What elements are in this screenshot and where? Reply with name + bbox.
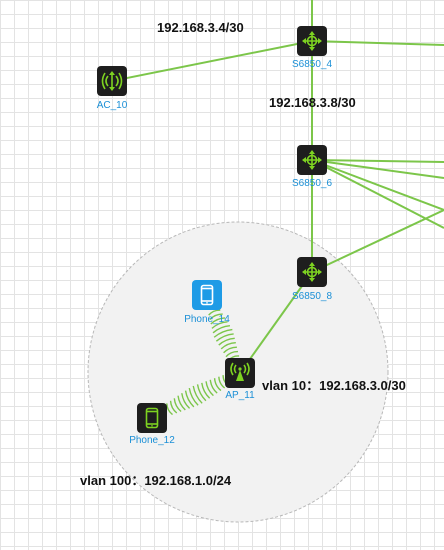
switch-icon xyxy=(302,31,322,51)
subnet-label-vlan10: vlan 10：192.168.3.0/30 xyxy=(262,378,406,393)
wireless-wave xyxy=(209,379,218,394)
wireless-wave xyxy=(166,403,173,416)
link-s6850-6-right-1[interactable] xyxy=(311,159,444,163)
wireless-wave xyxy=(196,384,207,402)
device-tile xyxy=(137,403,167,433)
wireless-wave xyxy=(210,317,226,325)
wireless-wave xyxy=(225,350,239,358)
device-label-phone12: Phone_12 xyxy=(129,435,175,446)
link-s6850-8-ap11[interactable] xyxy=(239,271,313,374)
subnet-label-3-4: 192.168.3.4/30 xyxy=(157,20,244,35)
link-s6850-4-right[interactable] xyxy=(311,40,444,46)
links-group xyxy=(111,0,444,374)
device-label-phone14: Phone_14 xyxy=(184,314,230,325)
device-phone-12[interactable] xyxy=(137,403,167,433)
wireless-wave xyxy=(211,321,228,329)
link-s6850-8-right[interactable] xyxy=(311,209,444,273)
device-label-ac10: AC_10 xyxy=(96,100,128,111)
wireless-wave xyxy=(220,342,236,350)
wireless-wave xyxy=(181,393,191,409)
wireless-wave xyxy=(169,400,178,414)
access-controller-icon xyxy=(101,71,123,91)
device-ac-10[interactable] xyxy=(97,66,127,96)
phone-icon xyxy=(145,407,159,429)
wireless-wave xyxy=(215,333,234,342)
wireless-wave xyxy=(213,378,222,392)
switch-icon xyxy=(302,150,322,170)
device-label-s6850-4: S6850_4 xyxy=(291,59,333,70)
device-ap-11[interactable] xyxy=(225,358,255,388)
wireless-wave xyxy=(213,328,233,338)
access-point-icon xyxy=(230,362,250,381)
wireless-wave xyxy=(223,346,237,354)
wireless-link-ap_11-phone_12[interactable] xyxy=(166,375,229,416)
wireless-wave xyxy=(184,390,195,408)
switch-icon xyxy=(302,262,322,282)
wireless-wave xyxy=(201,382,211,399)
device-label-s6850-6: S6850_6 xyxy=(291,178,333,189)
link-s6850-6-right-4[interactable] xyxy=(311,159,444,229)
link-s6850-6-right-3[interactable] xyxy=(311,159,444,211)
wireless-wave xyxy=(192,385,203,404)
wireless-wave xyxy=(205,381,214,397)
wireless-wave xyxy=(173,398,182,413)
link-s6850-6-right-2[interactable] xyxy=(311,159,444,179)
wireless-link-ap_11-phone_14[interactable] xyxy=(208,309,240,361)
wireless-wave xyxy=(208,309,221,316)
device-label-s6850-8: S6850_8 xyxy=(291,291,333,302)
device-phone-14[interactable] xyxy=(192,280,222,310)
wireless-links-group xyxy=(166,309,240,416)
phone-icon xyxy=(200,284,214,306)
wireless-wave xyxy=(209,313,223,321)
wireless-wave xyxy=(212,324,231,334)
device-s6850-6[interactable] xyxy=(297,145,327,175)
device-label-ap11: AP_11 xyxy=(225,390,255,401)
device-s6850-8[interactable] xyxy=(297,257,327,287)
device-s6850-4[interactable] xyxy=(297,26,327,56)
wireless-wave xyxy=(177,395,186,411)
wireless-wave xyxy=(218,376,226,389)
link-ac10-s6850-4[interactable] xyxy=(111,40,313,82)
wireless-wave xyxy=(218,337,235,346)
device-tile xyxy=(192,280,222,310)
subnet-label-vlan100: vlan 100：192.168.1.0/24 xyxy=(80,473,232,488)
subnet-label-3-8: 192.168.3.8/30 xyxy=(269,95,356,110)
wireless-wave xyxy=(188,387,199,406)
